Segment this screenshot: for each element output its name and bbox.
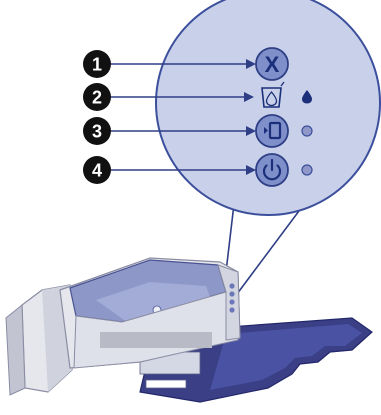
- panel-mini-button-2: [229, 291, 234, 296]
- callout-number-1: 1: [92, 55, 102, 75]
- panel-mini-button-1: [229, 283, 234, 288]
- printer-left-edge: [6, 305, 25, 395]
- power-light: [302, 165, 312, 175]
- cancel-x-icon: X: [265, 52, 280, 77]
- callout-badge-2: 2: [83, 83, 111, 111]
- callout-number-4: 4: [92, 161, 102, 181]
- callout-number-2: 2: [92, 88, 102, 108]
- printer-front-slot: [100, 332, 212, 348]
- callout-badge-4: 4: [83, 156, 111, 184]
- callout-badge-3: 3: [83, 117, 111, 145]
- cancel-button[interactable]: X: [256, 48, 288, 80]
- panel-mini-button-4: [229, 307, 234, 312]
- paper-guide-slot: [146, 380, 186, 388]
- printer-illustration: [6, 258, 372, 402]
- callout-badge-1: 1: [83, 50, 111, 78]
- panel-mini-button-3: [229, 299, 234, 304]
- power-button[interactable]: [256, 154, 288, 186]
- resume-button[interactable]: [256, 115, 288, 147]
- callout-number-3: 3: [92, 122, 102, 142]
- resume-light: [302, 126, 312, 136]
